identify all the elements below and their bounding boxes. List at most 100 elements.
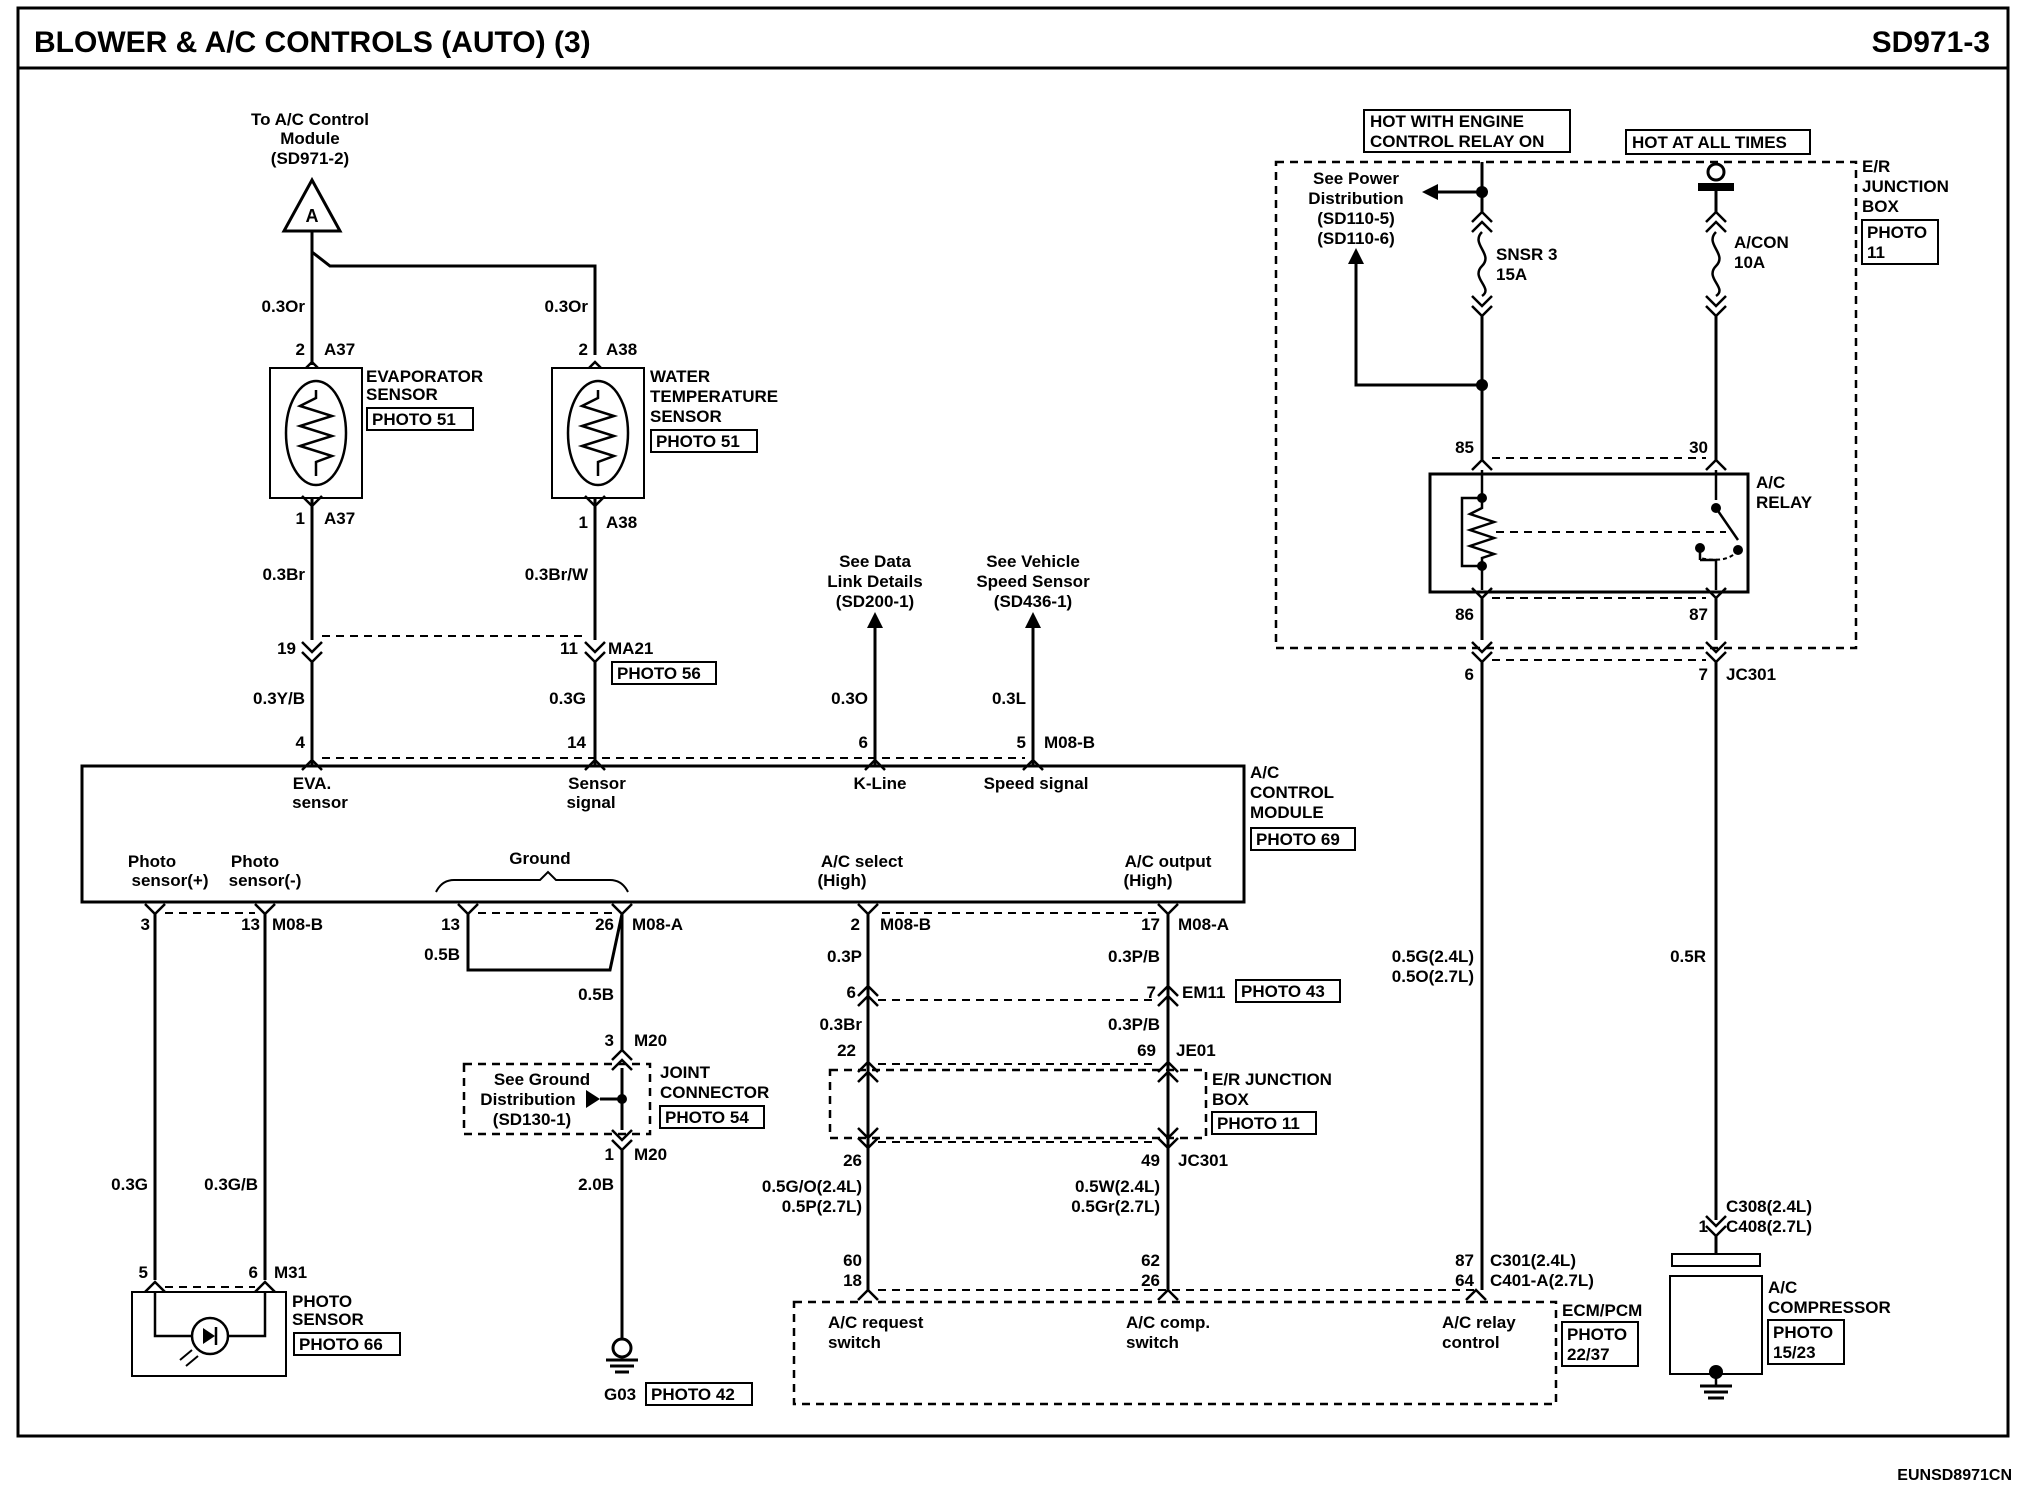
compressor-body [1669, 1275, 1763, 1375]
m20-conn-top: M20 [634, 1031, 667, 1050]
acsel-em-pin: 6 [847, 983, 856, 1002]
ac-control-module-box [80, 764, 1246, 904]
wire-a-to-water [310, 231, 597, 355]
acout-ecm-pin-1: 62 [1141, 1251, 1160, 1270]
power-note-1: See Power [1313, 169, 1399, 188]
ma21-pin-right: 11 [560, 639, 578, 658]
acout-wire2: 0.3P/B [1108, 1015, 1160, 1034]
photo-wire-minus: 0.3G/B [204, 1175, 258, 1194]
ecm-photo-2: 22/37 [1567, 1345, 1610, 1364]
er-top-photo-2: 11 [1867, 243, 1885, 262]
speed-conn: M08-B [1044, 733, 1095, 752]
gnd-photo-box [645, 1382, 753, 1406]
evap-conn-top: A37 [324, 340, 355, 359]
em11-conn: EM11 [1182, 983, 1225, 1002]
module-title-1: A/C [1250, 763, 1279, 782]
to-module-line2: Module [280, 129, 340, 148]
ecm-relay-pin-2: 64 [1455, 1271, 1474, 1290]
relay-title-1: A/C [1756, 473, 1785, 492]
water-temp-sensor-box [551, 367, 645, 499]
photo-pin-minus: 13 [241, 915, 260, 934]
joint-title-1: JOINT [660, 1063, 711, 1082]
module-ac-select-1: A/C select [821, 852, 904, 871]
jc301-pin-left: 6 [1465, 665, 1474, 684]
module-eva-2: sensor [292, 793, 348, 812]
acout-wire1: 0.3P/B [1108, 947, 1160, 966]
hot-engine-2: CONTROL RELAY ON [1370, 132, 1544, 151]
fuse1-name: SNSR 3 [1496, 245, 1557, 264]
photo-pin-plus: 3 [141, 915, 150, 934]
er-junction-box-mid [828, 1068, 1208, 1140]
ecm-comp-2: switch [1126, 1333, 1179, 1352]
comp-title-2: COMPRESSOR [1768, 1298, 1891, 1317]
ground-g03-icon [611, 1337, 633, 1359]
acout-wire3-a: 0.5W(2.4L) [1075, 1177, 1160, 1196]
em11-photo-box [1235, 979, 1341, 1003]
connector-a-letter: A [306, 206, 319, 226]
speed-wire: 0.3L [992, 689, 1026, 708]
ecm-relay-1: A/C relay [1442, 1313, 1516, 1332]
joint-connector-box [462, 1062, 652, 1136]
module-speed-signal: Speed signal [984, 774, 1089, 793]
datalink-note-3: (SD200-1) [836, 592, 914, 611]
acon-fuse-icon [1711, 231, 1721, 298]
footer-ref: EUNSD8971CN [1897, 1467, 2012, 1484]
diagram-code: SD971-3 [1872, 26, 1990, 59]
water-pin-bottom: 1 [579, 513, 588, 532]
relay-coil-icon [1466, 498, 1498, 566]
er-top-photo-box [1861, 219, 1939, 265]
acout-pin: 17 [1141, 915, 1160, 934]
ecm-req-1: A/C request [828, 1313, 924, 1332]
gnd-wire-jumper: 0.5B [424, 945, 460, 964]
ground-note-3: (SD130-1) [493, 1110, 571, 1129]
to-module-line3: (SD971-2) [271, 149, 349, 168]
jc301-wire-left-2: 0.5O(2.7L) [1392, 967, 1474, 986]
gnd-photo: PHOTO 42 [651, 1385, 735, 1404]
em11-photo: PHOTO 43 [1241, 982, 1325, 1001]
datalink-pin: 6 [859, 733, 868, 752]
relay-pin-30: 30 [1689, 438, 1708, 457]
er-top-title-2: JUNCTION [1862, 177, 1949, 196]
evap-title-2: SENSOR [366, 385, 438, 404]
acsel-wire1: 0.3P [827, 947, 862, 966]
datalink-note-2: Link Details [827, 572, 922, 591]
jc301-conn: JC301 [1726, 665, 1776, 684]
gnd-conn: M08-A [632, 915, 683, 934]
acsel-ecm-pin-1: 60 [843, 1251, 862, 1270]
er-mid-photo-box [1211, 1111, 1317, 1135]
acsel-jc-pin: 26 [843, 1151, 862, 1170]
acsel-je-pin: 22 [837, 1041, 856, 1060]
acsel-pin: 2 [851, 915, 860, 934]
water-wire-bottom: 0.3Br/W [525, 565, 589, 584]
acout-ecm-pin-2: 26 [1141, 1271, 1160, 1290]
hot-all-box [1625, 129, 1811, 155]
er-top-title-1: E/R [1862, 157, 1890, 176]
gnd-wire-2b: 2.0B [578, 1175, 614, 1194]
acout-jc-pin: 49 [1141, 1151, 1160, 1170]
relay-pin-87: 87 [1689, 605, 1708, 624]
comp-pin: 1 [1699, 1217, 1708, 1236]
er-top-title-3: BOX [1862, 197, 1900, 216]
module-title-2: CONTROL [1250, 783, 1334, 802]
module-pin-eva: 4 [296, 733, 306, 752]
ground-note-2: Distribution [480, 1090, 575, 1109]
ecm-photo-1: PHOTO [1567, 1325, 1627, 1344]
module-ac-output-2: (High) [1123, 871, 1172, 890]
gnd-pin-a: 13 [441, 915, 460, 934]
ecm-req-2: switch [828, 1333, 881, 1352]
hot-all-times: HOT AT ALL TIMES [1632, 133, 1787, 152]
evap-photo: PHOTO 51 [372, 410, 456, 429]
comp-photo-1: PHOTO [1773, 1323, 1833, 1342]
water-title-3: SENSOR [650, 407, 722, 426]
ecm-conn-1: C301(2.4L) [1490, 1251, 1576, 1270]
gnd-pin-b: 26 [595, 915, 614, 934]
hot-engine-box [1363, 109, 1571, 153]
relay-title-2: RELAY [1756, 493, 1813, 512]
photo-sensor-pin-plus: 5 [139, 1263, 148, 1282]
module-ac-output-1: A/C output [1125, 852, 1212, 871]
power-note-3: (SD110-5) [1317, 209, 1394, 228]
photo-wire-plus: 0.3G [111, 1175, 148, 1194]
acsel-wire2: 0.3Br [819, 1015, 862, 1034]
power-note-4: (SD110-6) [1317, 229, 1394, 248]
